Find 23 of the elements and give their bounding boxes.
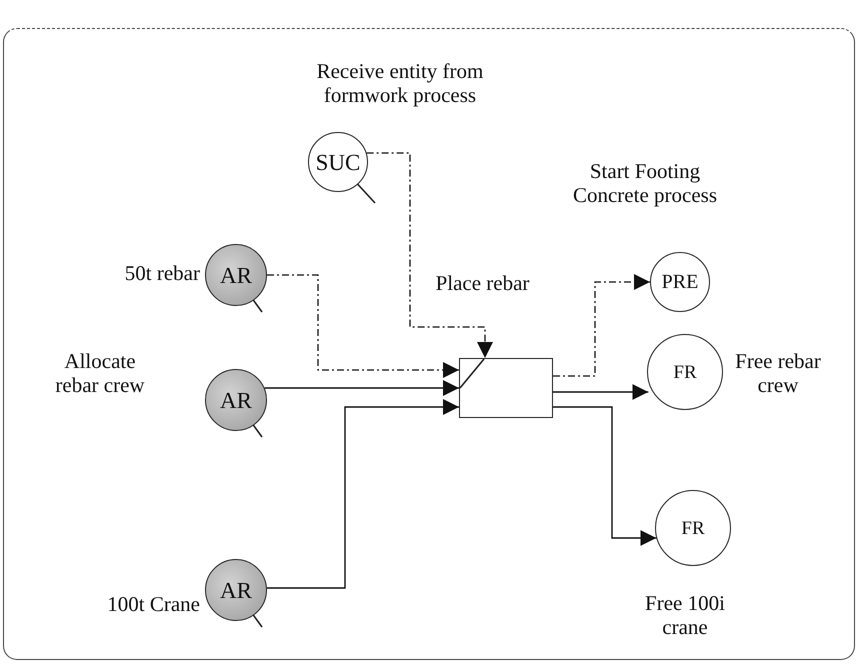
node-caption: Free rebar crew	[734, 350, 822, 398]
connector-arrow	[266, 399, 459, 589]
node-caption: Start Footing Concrete process	[572, 160, 718, 208]
node-label: AR	[220, 264, 252, 286]
process-box	[459, 358, 553, 418]
connector-arrow	[553, 406, 656, 546]
node-caption: Receive entity from formwork process	[316, 60, 484, 108]
connector-arrow	[267, 274, 459, 378]
node-label: SUC	[316, 150, 360, 174]
connector-arrow	[366, 152, 493, 358]
node-label: FR	[681, 518, 705, 538]
node-caption: 50t rebar	[124, 262, 200, 286]
node-label: AR	[220, 578, 252, 602]
node-caption: Free 100i crane	[644, 592, 726, 640]
node-caption: Place rebar	[434, 272, 530, 296]
connector-arrow	[264, 380, 459, 396]
node-label: AR	[220, 388, 252, 412]
node-label: FR	[673, 362, 697, 382]
connector-arrow	[553, 384, 648, 400]
node-caption: 100t Crane	[106, 593, 200, 617]
connector-arrow	[553, 274, 650, 377]
node-label: PRE	[662, 272, 698, 292]
node-caption: Allocate rebar crew	[54, 350, 146, 398]
